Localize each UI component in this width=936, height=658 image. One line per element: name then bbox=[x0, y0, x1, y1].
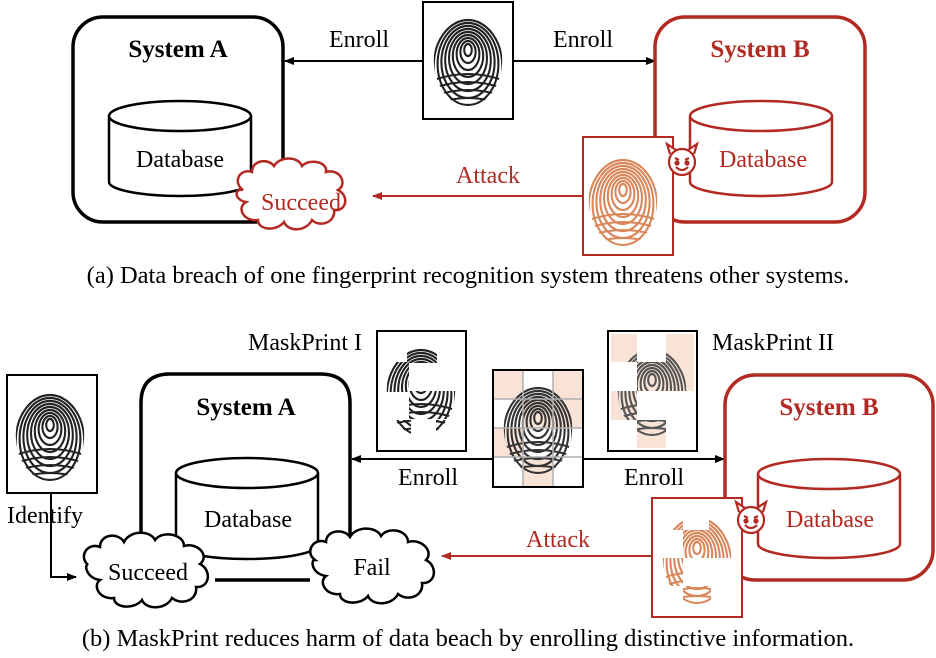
panel-a: System A Database Enroll Enroll System B… bbox=[71, 1, 867, 289]
enroll-label-a: Enroll bbox=[329, 27, 389, 53]
system-b-title-b: System B bbox=[779, 394, 878, 421]
system-a-box-b bbox=[139, 372, 352, 535]
enroll-label-b: Enroll bbox=[553, 27, 613, 53]
caption-a: (a) Data breach of one fingerprint recog… bbox=[87, 262, 850, 289]
fail-label: Fail bbox=[353, 555, 391, 581]
enroll-label-a-b: Enroll bbox=[398, 465, 458, 491]
database-label-a-b: Database bbox=[204, 507, 292, 533]
succeed-cloud-b bbox=[82, 531, 209, 609]
maskprint-1-label: MaskPrint I bbox=[248, 330, 362, 356]
system-a-title-b: System A bbox=[196, 394, 295, 421]
stolen-maskprint-frame bbox=[651, 497, 743, 618]
database-label-b-b: Database bbox=[786, 507, 874, 533]
attack-label: Attack bbox=[456, 163, 520, 189]
identify-arrow bbox=[50, 493, 77, 581]
database-cylinder-b-b bbox=[756, 457, 902, 560]
identify-label: Identify bbox=[7, 503, 83, 529]
system-a-box bbox=[71, 15, 285, 224]
segmented-fingerprint bbox=[492, 369, 584, 488]
database-cylinder-a-b bbox=[174, 456, 320, 561]
attack-label-b: Attack bbox=[526, 527, 590, 553]
devil-face-icon bbox=[665, 141, 699, 177]
devil-face-icon-b bbox=[734, 499, 768, 535]
succeed-label-b: Succeed bbox=[108, 560, 188, 586]
fail-cloud bbox=[309, 527, 435, 605]
maskprint-2-image bbox=[611, 334, 694, 448]
succeed-label: Succeed bbox=[261, 190, 341, 216]
database-cylinder-b bbox=[688, 99, 834, 198]
system-b-title: System B bbox=[710, 36, 809, 63]
panel-b: Identify System A Database Succeed Fail … bbox=[6, 330, 935, 652]
maskprint-2-label: MaskPrint II bbox=[712, 330, 834, 356]
system-b-box-b bbox=[723, 373, 935, 582]
caption-b: (b) MaskPrint reduces harm of data beach… bbox=[82, 625, 854, 652]
database-label-b: Database bbox=[719, 147, 807, 173]
system-b-box bbox=[653, 15, 867, 224]
database-label-a: Database bbox=[136, 147, 224, 173]
succeed-cloud bbox=[235, 157, 347, 231]
enroll-label-b-b: Enroll bbox=[624, 465, 684, 491]
system-a-title: System A bbox=[128, 36, 227, 63]
